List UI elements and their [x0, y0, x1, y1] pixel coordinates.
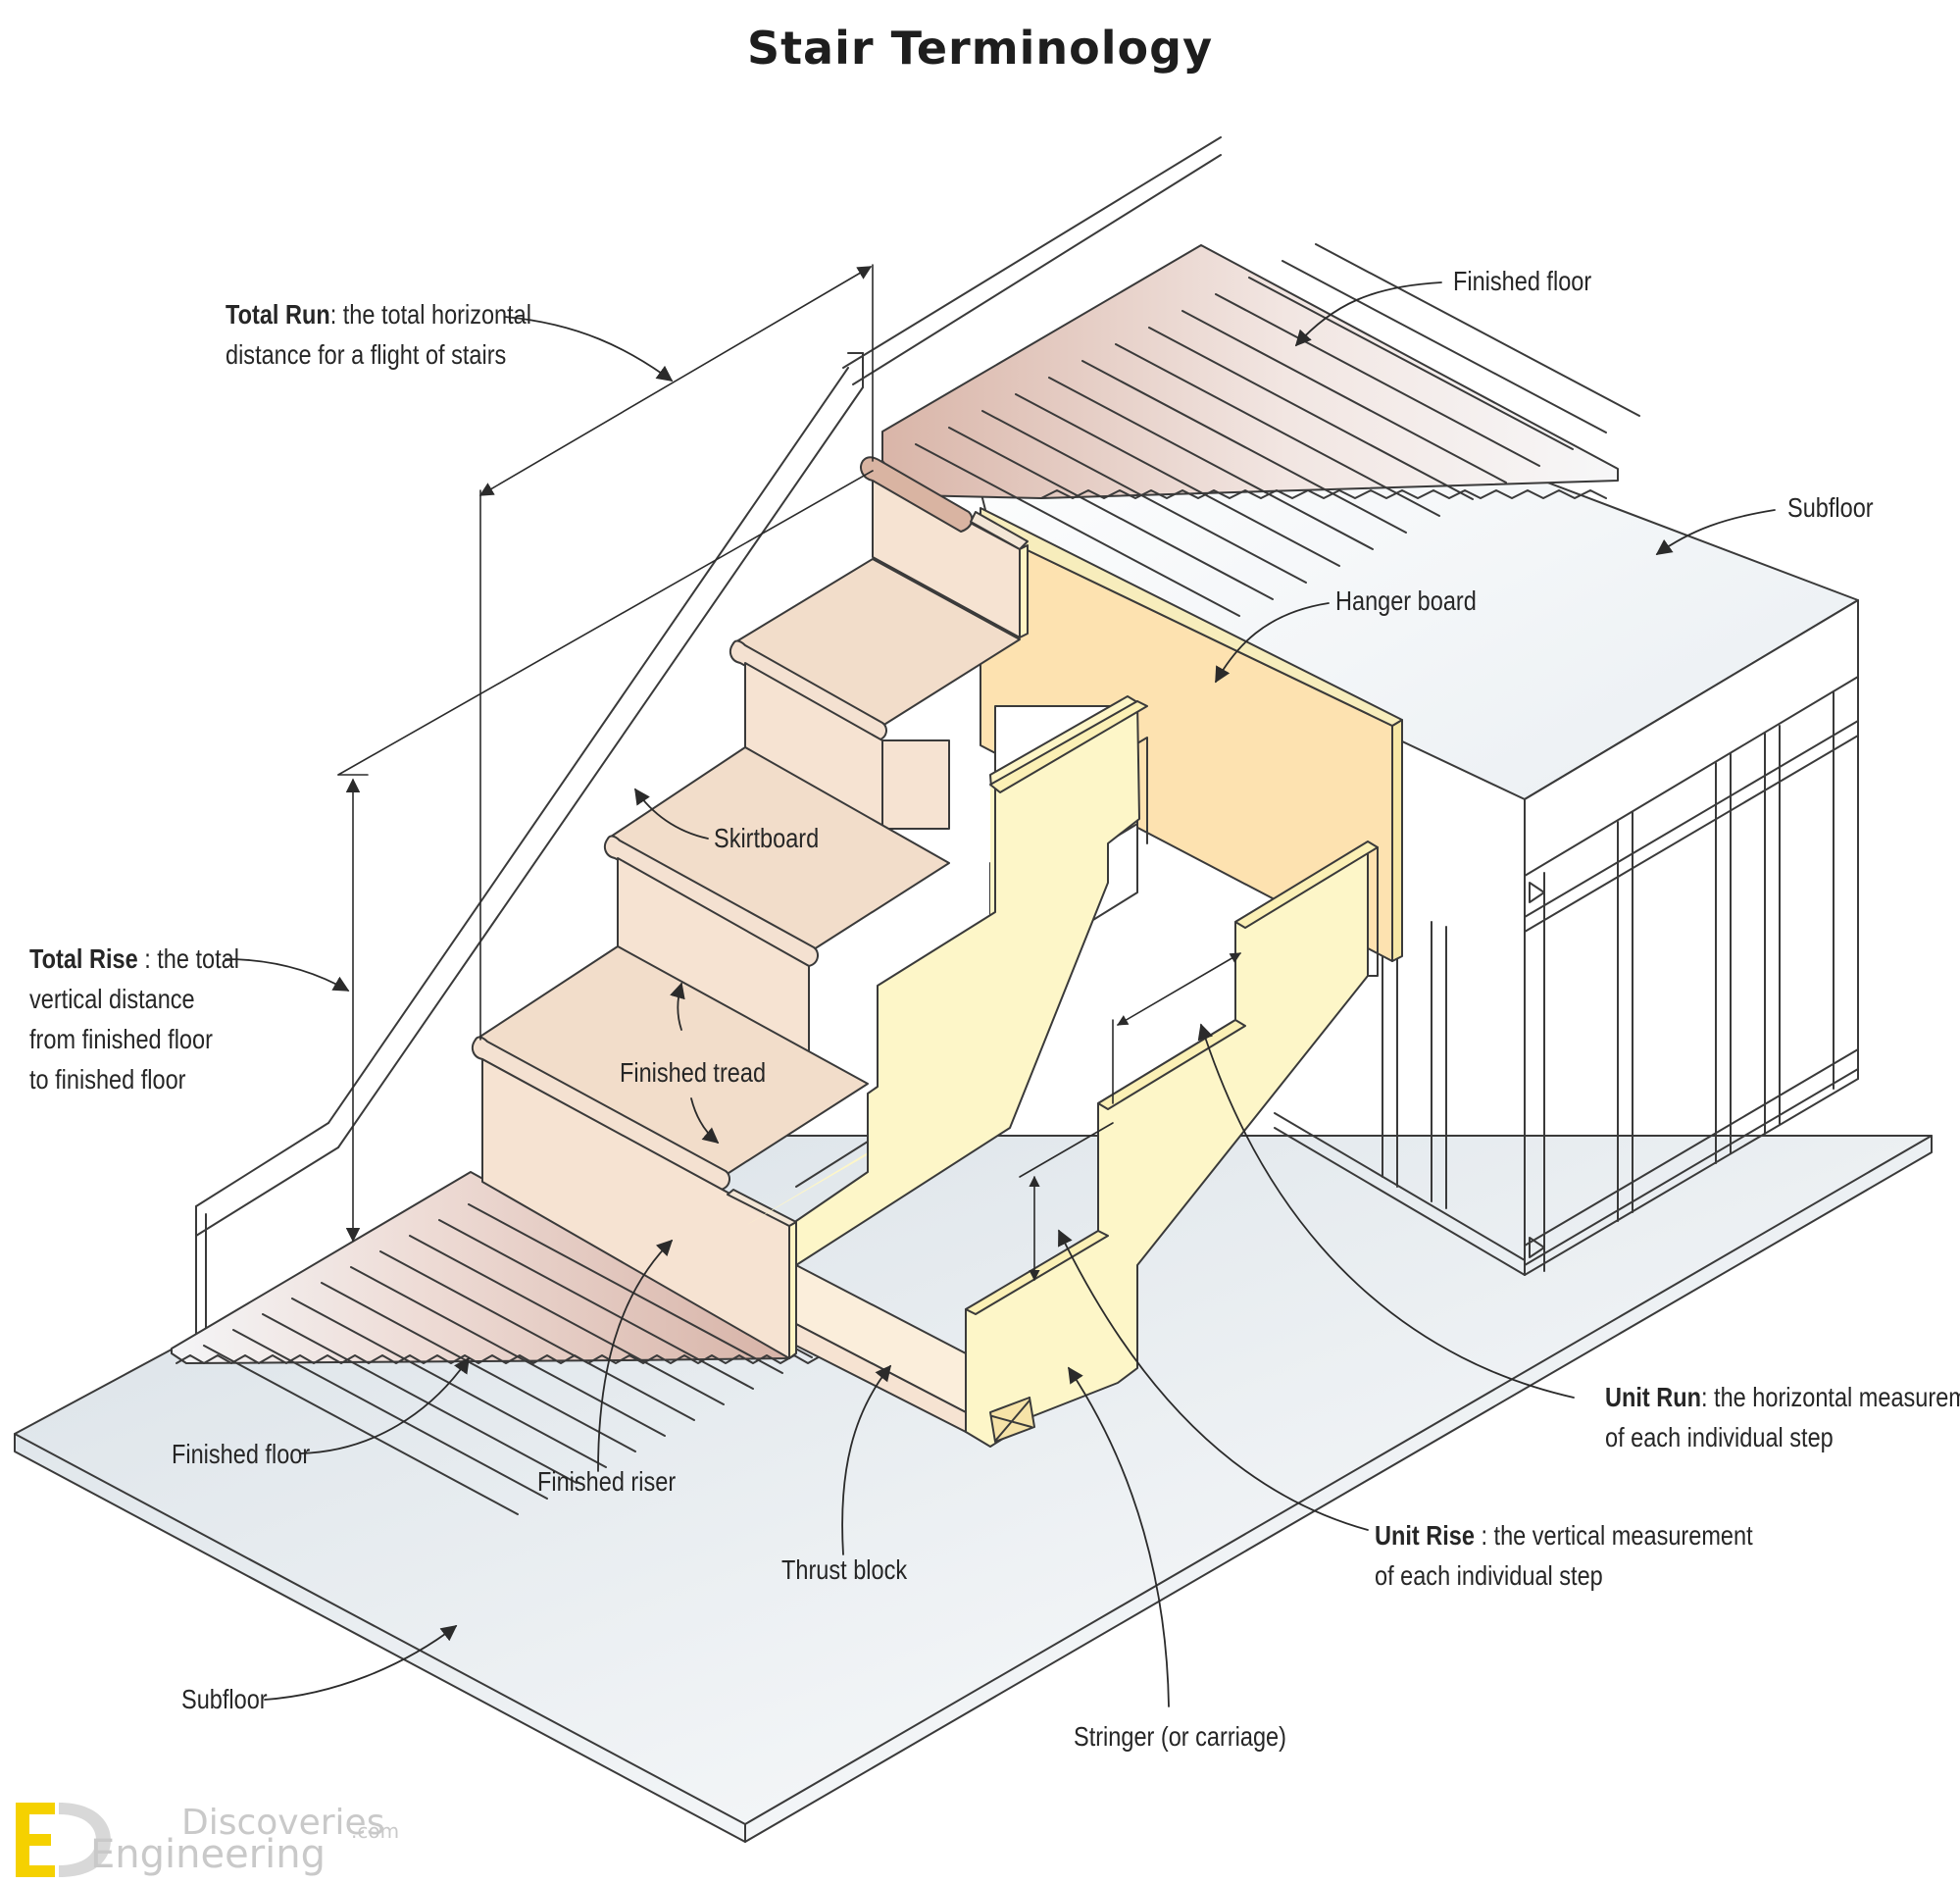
label-subfloor-lower: Subfloor — [181, 1684, 268, 1714]
floor-board-seam — [981, 410, 1307, 584]
label-unit-rise-2: of each individual step — [1375, 1560, 1603, 1591]
page-title: Stair Terminology — [746, 22, 1214, 75]
floor-board-seam — [262, 1313, 578, 1484]
label-thrust-block: Thrust block — [781, 1554, 908, 1585]
floor-framing — [1274, 599, 1859, 1276]
floor-board-seam — [915, 443, 1240, 617]
floor-board-seam — [1081, 360, 1407, 534]
label-unit-rise: Unit Rise : the vertical measurement — [1375, 1520, 1753, 1551]
floor-board-seam — [232, 1329, 548, 1500]
floor-board-seam — [1282, 260, 1607, 433]
floor-board-seam — [1015, 393, 1340, 567]
label-unit-run: Unit Run: the horizontal measurement — [1605, 1382, 1960, 1412]
watermark-line2: Engineering — [90, 1832, 326, 1877]
watermark-line1: Discoveries — [181, 1803, 385, 1843]
label-total-rise: Total Rise : the total — [29, 943, 239, 974]
watermark-suffix: .com — [351, 1819, 400, 1843]
floor-board-seam — [1048, 377, 1374, 550]
label-total-rise-3: from finished floor — [29, 1024, 213, 1054]
label-subfloor-upper: Subfloor — [1787, 492, 1874, 523]
label-skirtboard: Skirtboard — [714, 823, 820, 853]
label-unit-run-2: of each individual step — [1605, 1422, 1834, 1452]
hanger-board — [980, 507, 1403, 962]
label-finished-riser: Finished riser — [537, 1466, 677, 1497]
label-total-run-2: distance for a flight of stairs — [226, 339, 507, 370]
engineering-discoveries-logo: ED — [16, 1803, 111, 1877]
floor-board-seam — [321, 1282, 636, 1452]
floor-board-seam — [468, 1203, 783, 1374]
label-finished-floor-lower: Finished floor — [172, 1439, 311, 1469]
floor-board-seam — [1248, 277, 1574, 450]
label-finished-floor-upper: Finished floor — [1453, 266, 1592, 296]
finished-stairs — [471, 456, 1029, 1359]
label-total-run: Total Run: the total horizontal — [226, 299, 531, 330]
floor-board-seam — [1181, 310, 1507, 484]
label-stringer: Stringer (or carriage) — [1074, 1721, 1286, 1752]
wall-lines — [195, 136, 1222, 1345]
floor-board-seam — [1215, 293, 1540, 467]
floor-board-seam — [1148, 327, 1474, 500]
floor-board-seam — [350, 1266, 666, 1437]
label-finished-tread: Finished tread — [620, 1057, 767, 1088]
floor-board-seam — [1315, 243, 1640, 417]
label-hanger-board: Hanger board — [1335, 586, 1477, 616]
label-total-rise-2: vertical distance — [29, 984, 195, 1014]
label-total-rise-4: to finished floor — [29, 1064, 186, 1095]
floor-board-seam — [379, 1250, 695, 1421]
dimension-lines — [337, 264, 1241, 1282]
finished-floor-upper — [881, 243, 1640, 617]
logo-letters: ED — [43, 1845, 45, 1847]
floor-board-seam — [1115, 343, 1440, 517]
subfloor-lower — [14, 1135, 1933, 1843]
floor-board-seam — [948, 427, 1274, 600]
floor-board-seam — [409, 1235, 725, 1405]
stringer-front — [745, 700, 1379, 1448]
floor-board-seam — [203, 1345, 519, 1515]
leader-arrows — [225, 281, 1776, 1707]
